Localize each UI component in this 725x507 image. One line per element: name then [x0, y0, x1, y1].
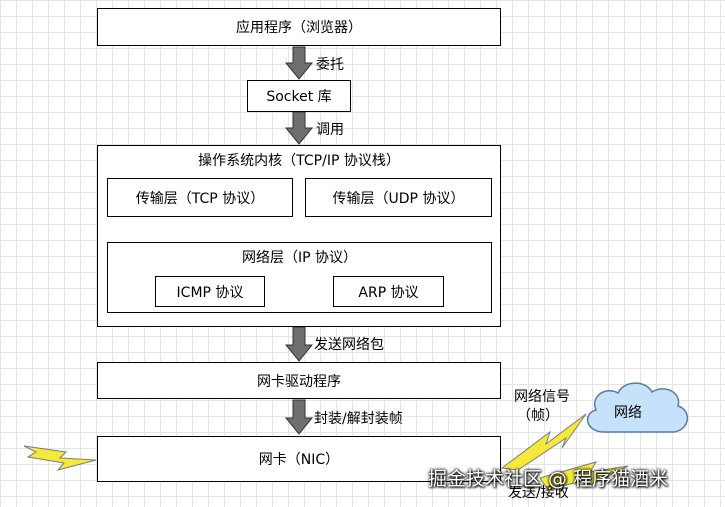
fat-arrow-send-packet — [284, 326, 314, 362]
cloud-shape — [586, 382, 688, 433]
udp-box: 传输层（UDP 协议） — [305, 178, 492, 217]
kernel-label: 操作系统内核（TCP/IP 协议栈） — [198, 153, 400, 169]
udp-label: 传输层（UDP 协议） — [332, 190, 465, 207]
network-layer-label: 网络层（IP 协议） — [241, 250, 358, 266]
send-receive-label: 发送/接收 — [508, 485, 569, 501]
fat-arrow-call — [284, 111, 314, 145]
driver-box: 网卡驱动程序 — [97, 362, 501, 399]
socket-box: Socket 库 — [247, 80, 351, 112]
fat-arrow-encap — [284, 399, 314, 435]
icmp-box: ICMP 协议 — [155, 276, 265, 307]
arrow-label-encap: 封装/解封装帧 — [314, 411, 403, 427]
watermark: 掘金技术社区 @ 程序猫酒米 — [428, 468, 669, 490]
signal-label-line2: （帧） — [517, 408, 559, 424]
signal-label-line1: 网络信号 — [514, 389, 570, 405]
driver-label: 网卡驱动程序 — [257, 373, 341, 390]
nic-box: 网卡（NIC） — [97, 436, 501, 482]
lightning-bolt-bottom — [539, 461, 629, 491]
cloud-label: 网络 — [614, 405, 642, 421]
network-layer-box: 网络层（IP 协议） — [107, 242, 492, 313]
arrow-label-send-packet: 发送网络包 — [314, 337, 384, 353]
icmp-label: ICMP 协议 — [176, 284, 244, 301]
tcp-label: 传输层（TCP 协议） — [135, 190, 265, 207]
socket-label: Socket 库 — [266, 89, 332, 105]
nic-label: 网卡（NIC） — [258, 452, 340, 468]
arp-box: ARP 协议 — [333, 276, 444, 307]
arp-label: ARP 协议 — [358, 284, 419, 301]
fat-arrow-delegate — [284, 46, 314, 80]
arrow-label-delegate: 委托 — [316, 57, 344, 73]
lightning-bolt-signal — [500, 413, 587, 471]
arrow-label-call: 调用 — [316, 122, 344, 138]
lightning-bolt-left — [23, 445, 97, 471]
tcp-box: 传输层（TCP 协议） — [107, 178, 293, 217]
app-box: 应用程序（浏览器） — [97, 8, 501, 46]
app-label: 应用程序（浏览器） — [236, 20, 362, 36]
